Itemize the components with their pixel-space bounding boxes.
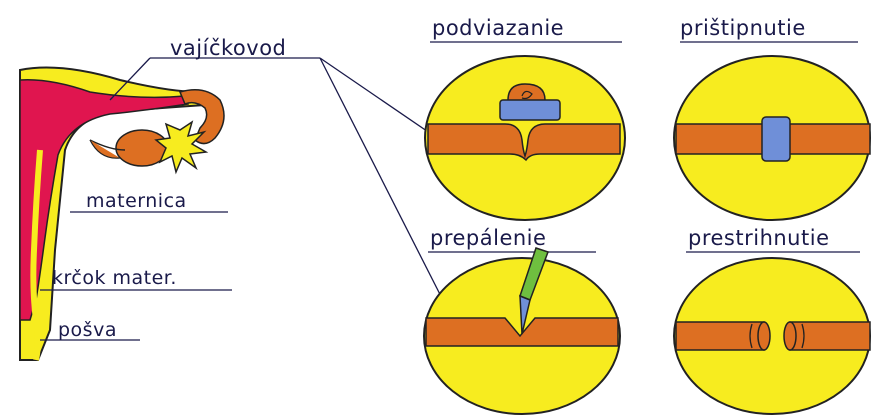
- oviduct-label: vajíčkovod: [170, 36, 286, 60]
- pointer-to-cauterization: [320, 58, 452, 318]
- uterus-anatomy: maternica krčok mater. pošva: [20, 68, 232, 360]
- uterus-label: maternica: [86, 190, 187, 212]
- ligation-thread: [500, 100, 560, 120]
- method-clipping: prištipnutie: [674, 16, 870, 220]
- method-cauterization: prepálenie: [424, 226, 620, 414]
- vagina-label: pošva: [58, 319, 117, 341]
- cut-end-right: [784, 322, 796, 350]
- clip: [762, 117, 790, 161]
- method-ligation: podviazanie: [425, 16, 625, 220]
- cauterization-title: prepálenie: [430, 226, 546, 250]
- clipping-title: prištipnutie: [680, 16, 806, 40]
- ligation-title: podviazanie: [432, 16, 564, 40]
- cutting-title: prestrihnutie: [688, 226, 829, 250]
- pointer-to-ligation: [320, 58, 440, 140]
- method-cutting: prestrihnutie: [674, 226, 870, 414]
- cut-end-left: [758, 322, 770, 350]
- cervix-label: krčok mater.: [52, 267, 177, 289]
